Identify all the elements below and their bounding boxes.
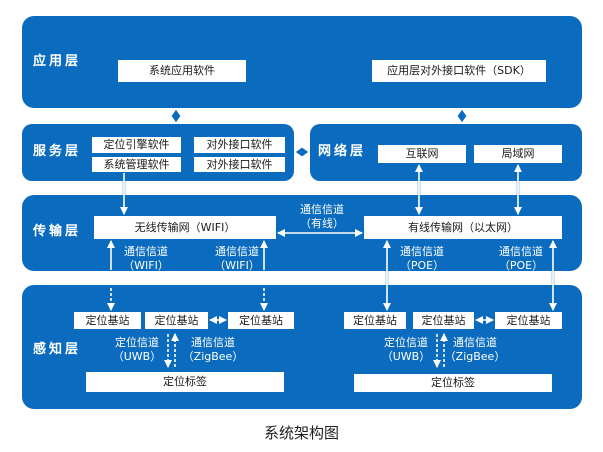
internet-box: 互联网	[378, 145, 466, 163]
wired-network-box: 有线传输网（以太网）	[364, 216, 562, 239]
poe-channel-label-2: 通信信道 （POE）	[486, 245, 556, 273]
positioning-station-right-1: 定位基站	[344, 312, 406, 329]
external-interface-box-1: 对外接口软件	[194, 137, 285, 153]
uwb-channel-left-line2: （UWB）	[112, 350, 162, 363]
poe-channel-2-line2: （POE）	[498, 259, 544, 272]
wifi-channel-label-1: 通信信道 （WIFI）	[111, 245, 181, 273]
poe-channel-2-line1: 通信信道	[499, 245, 543, 258]
poe-channel-label-1: 通信信道 （POE）	[387, 245, 457, 273]
app-network-connector-diamond	[456, 108, 468, 124]
wifi-channel-2-line1: 通信信道	[215, 245, 259, 258]
system-management-box: 系统管理软件	[92, 157, 181, 172]
wired-channel-label: 通信信道 （有线）	[287, 203, 357, 231]
positioning-tag-right: 定位标签	[354, 374, 552, 392]
zigbee-channel-label-right: 通信信道 （ZigBee）	[440, 336, 510, 364]
positioning-station-left-3: 定位基站	[228, 312, 294, 329]
zigbee-channel-right-line1: 通信信道	[453, 336, 497, 349]
positioning-station-right-2: 定位基站	[413, 312, 474, 329]
wired-channel-line2: （有线）	[300, 217, 344, 230]
positioning-station-right-3: 定位基站	[495, 312, 562, 329]
uwb-channel-label-right: 定位信道 （UWB）	[371, 336, 441, 364]
app-service-connector-diamond	[170, 108, 182, 124]
wired-channel-line1: 通信信道	[300, 203, 344, 216]
poe-channel-1-line1: 通信信道	[400, 245, 444, 258]
wifi-channel-2-line2: （WIFI）	[214, 259, 260, 272]
transmission-layer-label: 传输层	[33, 224, 82, 239]
service-layer-label: 服务层	[33, 144, 82, 159]
wifi-channel-label-2: 通信信道 （WIFI）	[202, 245, 272, 273]
uwb-channel-right-line1: 定位信道	[384, 336, 428, 349]
sdk-software-box: 应用层对外接口软件（SDK）	[372, 60, 546, 82]
positioning-station-left-1: 定位基站	[74, 312, 141, 329]
external-interface-box-2: 对外接口软件	[194, 157, 285, 172]
service-network-connector-diamond	[294, 146, 310, 158]
wifi-channel-1-line1: 通信信道	[124, 245, 168, 258]
wifi-channel-1-line2: （WIFI）	[123, 259, 169, 272]
uwb-channel-label-left: 定位信道 （UWB）	[102, 336, 172, 364]
poe-channel-1-line2: （POE）	[399, 259, 445, 272]
positioning-engine-box: 定位引擎软件	[92, 137, 181, 153]
positioning-tag-left: 定位标签	[86, 372, 284, 392]
diagram-caption: 系统架构图	[263, 424, 339, 442]
lan-box: 局域网	[474, 145, 562, 163]
network-layer-label: 网络层	[318, 144, 367, 159]
zigbee-channel-left-line1: 通信信道	[191, 336, 235, 349]
zigbee-channel-left-line2: （ZigBee）	[182, 350, 244, 363]
zigbee-channel-label-left: 通信信道 （ZigBee）	[178, 336, 248, 364]
wireless-network-box: 无线传输网（WIFI）	[94, 216, 276, 239]
system-app-software-box: 系统应用软件	[118, 60, 246, 82]
perception-layer-label: 感知层	[33, 342, 82, 357]
uwb-channel-right-line2: （UWB）	[381, 350, 431, 363]
positioning-station-left-2: 定位基站	[145, 312, 208, 329]
zigbee-channel-right-line2: （ZigBee）	[444, 350, 506, 363]
application-layer-label: 应用层	[33, 54, 82, 69]
uwb-channel-left-line1: 定位信道	[115, 336, 159, 349]
